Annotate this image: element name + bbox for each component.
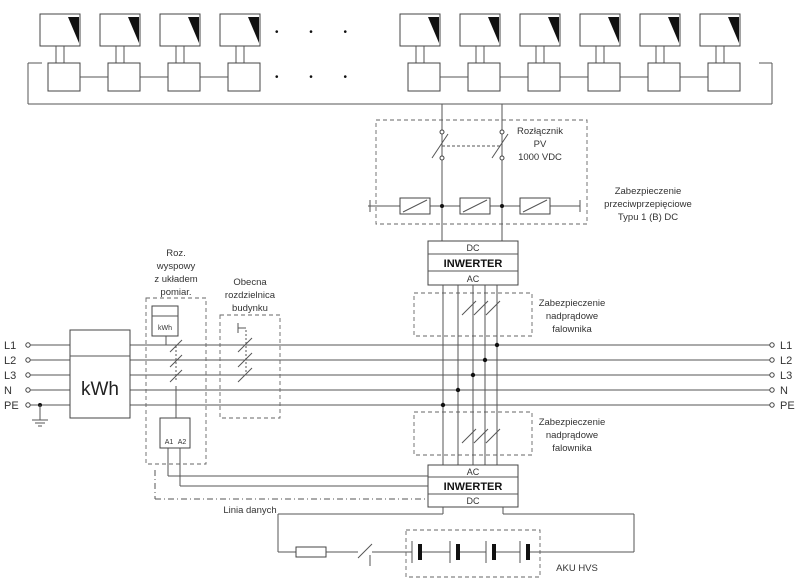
surge-line1: Zabezpieczenie [615, 186, 682, 197]
pv-switch-line1: Rozłącznik [517, 126, 563, 137]
battery-circuit: AKU HVS [277, 507, 635, 578]
oc-top-line3: falownika [552, 324, 592, 335]
contactor-a1: A1 [165, 439, 174, 446]
surge-line2: przeciwprzepięciowe [604, 199, 692, 210]
island-switch: Roz. wyspowy z układem pomiar. kWh A1 A2 [145, 248, 207, 476]
oc-bottom-line3: falownika [552, 443, 592, 454]
bus-label-pe-right: PE [780, 400, 795, 412]
contactor-a2: A2 [178, 439, 187, 446]
island-line4: pomiar. [160, 287, 191, 298]
pv-array: • • • • • • [27, 13, 773, 105]
inverter-top: DC INWERTER AC [427, 240, 519, 286]
oc-top-line1: Zabezpieczenie [539, 298, 606, 309]
bus-label-n-right: N [780, 385, 788, 397]
bus-label-l1-right: L1 [780, 340, 792, 352]
ellipsis-bottom: • • • [275, 72, 361, 83]
bus-label-l3-right: L3 [780, 370, 792, 382]
oc-bottom-line1: Zabezpieczenie [539, 417, 606, 428]
island-line3: z układem [154, 274, 197, 285]
inverter-top-name: INWERTER [444, 258, 503, 270]
dc-protection: Rozłącznik PV 1000 VDC Zabezpieczenie pr… [368, 104, 692, 241]
overcurrent-top: Zabezpieczenie nadprądowe falownika [413, 285, 606, 375]
island-line2: wyspowy [156, 261, 196, 272]
bus-label-l2-left: L2 [4, 355, 16, 367]
pv-module-group [39, 13, 741, 92]
bus-label-pe-left: PE [4, 400, 19, 412]
board-line3: budynku [232, 303, 268, 314]
meter-label: kWh [81, 379, 119, 400]
ellipsis-top: • • • [275, 27, 361, 38]
board-line2: rozdzielnica [225, 290, 276, 301]
oc-top-line2: nadprądowe [546, 311, 598, 322]
mini-kwh: kWh [158, 325, 172, 332]
pv-switch-line3: 1000 VDC [518, 152, 562, 163]
bus-label-l1-left: L1 [4, 340, 16, 352]
overcurrent-bottom: Zabezpieczenie nadprądowe falownika [413, 345, 606, 465]
bus-label-n-left: N [4, 385, 12, 397]
board-line1: Obecna [233, 277, 267, 288]
inverter-bottom-in: AC [467, 467, 480, 477]
main-meter: kWh [69, 329, 131, 419]
inverter-top-out: AC [467, 274, 480, 284]
pv-switch-line2: PV [534, 139, 547, 150]
inverter-top-in: DC [467, 243, 480, 253]
island-line1: Roz. [166, 248, 186, 259]
data-line-label: Linia danych [223, 505, 276, 516]
bus-label-l3-left: L3 [4, 370, 16, 382]
oc-bottom-line2: nadprądowe [546, 430, 598, 441]
inverter-bottom-name: INWERTER [444, 481, 503, 493]
inverter-bottom: AC INWERTER DC [427, 464, 519, 508]
inverter-bottom-out: DC [467, 496, 480, 506]
building-board: Obecna rozdzielnica budynku [219, 277, 281, 419]
surge-line3: Typu 1 (B) DC [618, 212, 678, 223]
battery-label: AKU HVS [556, 563, 598, 574]
bus-lines: L1 L2 L3 N PE L1 L2 L3 N PE [4, 340, 795, 427]
bus-label-l2-right: L2 [780, 355, 792, 367]
